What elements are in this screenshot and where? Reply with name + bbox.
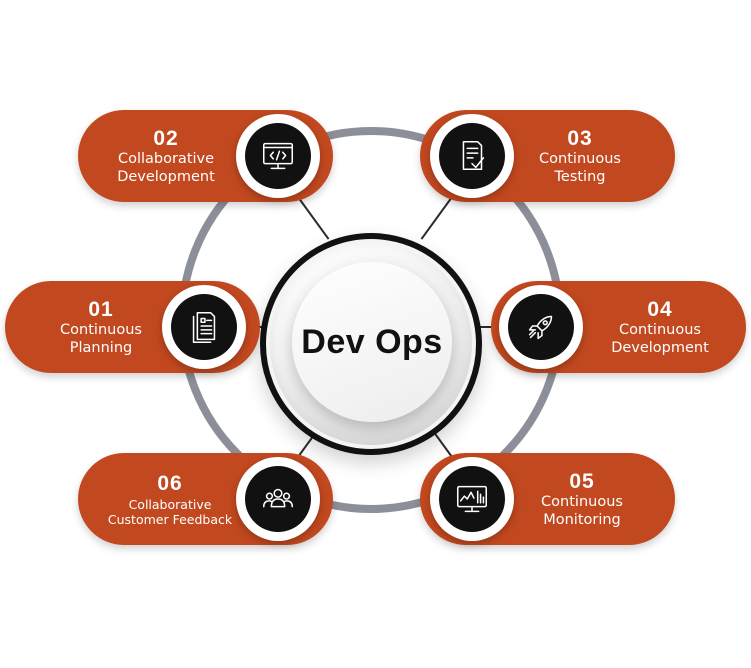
step-01-label-line2: Planning [69, 339, 133, 356]
step-03-number: 03 [567, 127, 593, 151]
step-04-number: 04 [647, 298, 673, 322]
step-03-text: 03 Continuous Testing [520, 118, 640, 194]
step-05-text: 05 Continuous Monitoring [520, 461, 644, 537]
step-02-text: 02 Collaborative Development [100, 118, 232, 194]
step-01-text: 01 Continuous Planning [38, 289, 164, 365]
step-06-label-line2: Customer Feedback [107, 511, 233, 527]
rocket-icon [508, 294, 574, 360]
step-06-label-line1: Collaborative [128, 496, 212, 512]
step-03-label-line2: Testing [554, 168, 606, 185]
step-06-number: 06 [157, 472, 183, 496]
step-06-text: 06 Collaborative Customer Feedback [96, 461, 244, 537]
step-05-label-line2: Monitoring [543, 511, 621, 528]
dashboard-monitor-icon [439, 466, 505, 532]
step-01-number: 01 [88, 298, 114, 322]
step-04-label-line1: Continuous [619, 322, 701, 339]
step-02-label-line2: Development [117, 168, 215, 185]
document-list-icon [171, 294, 237, 360]
people-group-icon [245, 466, 311, 532]
step-01-label-line1: Continuous [60, 322, 142, 339]
step-02-label-line1: Collaborative [117, 151, 215, 168]
connector-04 [476, 326, 500, 328]
step-05-label-line1: Continuous [541, 494, 623, 511]
step-02-number: 02 [153, 127, 179, 151]
center-title: Dev Ops [301, 322, 443, 361]
step-04-text: 04 Continuous Development [590, 289, 730, 365]
checklist-icon [439, 123, 505, 189]
code-monitor-icon [245, 123, 311, 189]
step-03-label-line1: Continuous [539, 151, 621, 168]
center-disc [292, 262, 452, 422]
step-04-label-line2: Development [611, 339, 709, 356]
step-05-number: 05 [569, 470, 595, 494]
